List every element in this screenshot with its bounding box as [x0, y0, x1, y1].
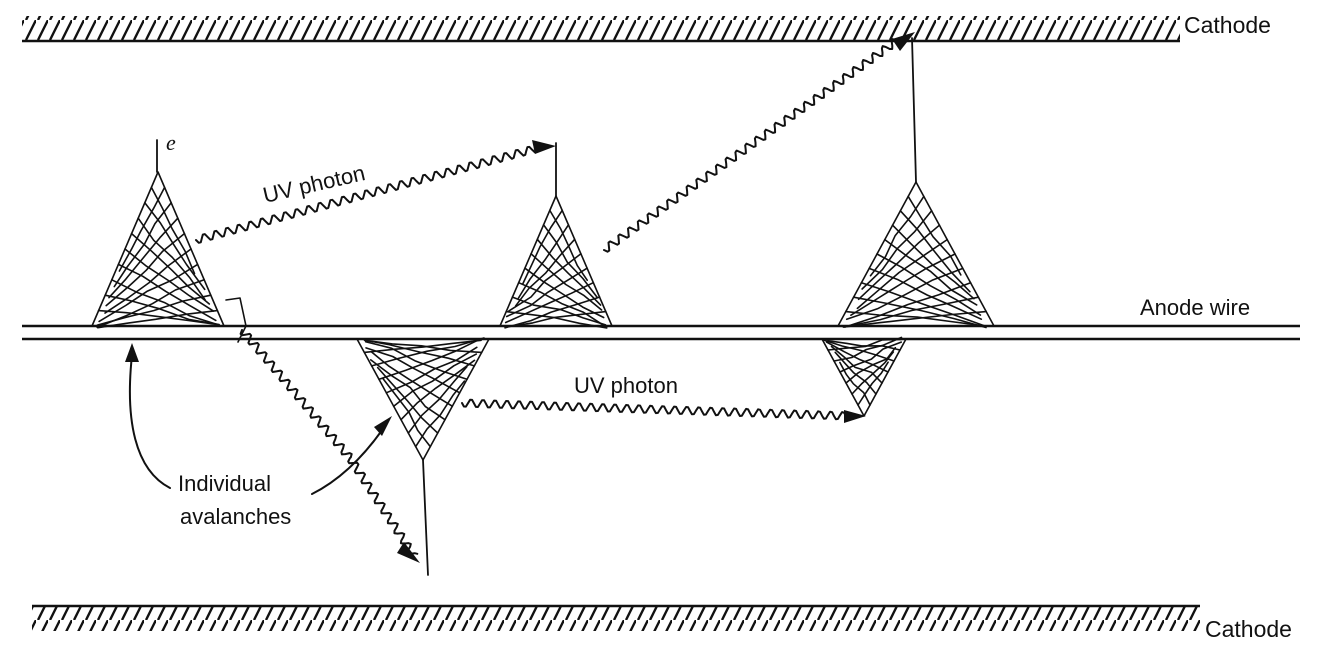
avalanche-mesh-line — [907, 195, 962, 276]
avalanche-mesh-line — [98, 263, 199, 323]
avalanche-mesh-line — [843, 296, 980, 328]
avalanche-mesh-line — [514, 238, 576, 307]
avalanche-mesh-line — [884, 238, 978, 306]
avalanche-1 — [91, 171, 247, 343]
avalanche-mesh-line — [108, 217, 179, 299]
arrowhead-anode-pointer — [125, 343, 139, 362]
avalanche-mesh-line — [868, 267, 983, 320]
electron-track-4 — [422, 459, 429, 576]
avalanche-mesh-line — [536, 238, 602, 306]
arrowheads — [125, 32, 915, 563]
avalanche-mesh-line — [111, 279, 221, 326]
avalanche-mesh-line — [130, 232, 211, 305]
avalanche-3 — [837, 181, 995, 329]
photon-path-4b — [347, 457, 419, 555]
avalanche-mesh-line — [876, 253, 982, 316]
avalanche-mesh-line — [845, 267, 964, 321]
avalanche-outline — [91, 171, 225, 327]
electron-tracks — [156, 37, 917, 576]
avalanche-mesh-line — [378, 338, 482, 381]
anode-wire — [22, 324, 1300, 341]
avalanche-mesh-line — [104, 248, 192, 314]
avalanche-mesh-line — [857, 224, 941, 301]
avalanche-mesh-line — [504, 281, 595, 324]
arrowhead-avalanche-pointer — [374, 416, 392, 436]
avalanche-mesh-line — [97, 309, 219, 329]
avalanche-mesh-line — [370, 337, 485, 367]
avalanche-mesh-line — [833, 336, 903, 362]
avalanche-mesh-line — [852, 296, 987, 329]
avalanche-mesh-line — [363, 339, 483, 354]
avalanche-mesh-line — [118, 186, 166, 272]
avalanche-mesh-line — [137, 217, 206, 301]
photon-path-4a — [239, 329, 353, 459]
avalanche-mesh-line — [827, 339, 901, 351]
photon-path-3 — [461, 398, 849, 421]
avalanche-mesh-line — [504, 296, 601, 329]
cathode-bottom-label: Cathode — [1205, 616, 1292, 642]
pointer-to-anode — [128, 354, 171, 489]
avalanche-mesh-line — [370, 351, 454, 407]
avalanche-mesh-line — [124, 248, 215, 312]
avalanche-mesh-line — [844, 282, 972, 328]
avalanche-mesh-line — [365, 347, 461, 394]
avalanche-mesh-line — [364, 340, 468, 381]
cathode-top — [22, 16, 1180, 43]
arrowhead-photon-4 — [397, 542, 420, 563]
avalanche-mesh-line — [113, 202, 172, 288]
avalanche-mesh-line — [842, 310, 987, 328]
avalanche-mesh-line — [97, 309, 218, 326]
avalanche-mesh-line — [105, 232, 186, 307]
avalanche-mesh-line — [517, 281, 605, 327]
avalanche-mesh-line — [522, 209, 563, 285]
avalanche-mesh-line — [869, 195, 925, 277]
avalanche-mesh-line — [363, 339, 482, 354]
avalanche-2 — [499, 195, 613, 329]
avalanche-mesh-line — [506, 310, 607, 328]
avalanche-mesh-line — [823, 339, 895, 362]
avalanche-mesh-line — [370, 359, 446, 421]
avalanche-mesh-line — [150, 186, 196, 275]
avalanche-mesh-line — [505, 267, 588, 318]
avalanche-mesh-line — [385, 346, 478, 394]
avalanche-mesh-line — [860, 282, 985, 327]
uv-photon-lower-label: UV photon — [574, 373, 678, 398]
avalanche-4 — [356, 337, 490, 461]
cathode-bottom — [32, 604, 1200, 631]
avalanche-5 — [821, 336, 907, 417]
avalanches-label-line2: avalanches — [180, 504, 291, 529]
avalanches-label-line1: Individual — [178, 471, 271, 496]
avalanche-mesh-line — [517, 224, 570, 299]
avalanche-mesh-line — [144, 202, 206, 291]
arrowhead-photon-1 — [532, 140, 556, 154]
photon-path-1 — [195, 145, 539, 244]
pointer-to-avalanche — [311, 425, 386, 495]
electron-label: e — [166, 130, 176, 155]
avalanche-mesh-line — [524, 267, 605, 319]
arrowhead-photon-3 — [844, 410, 866, 423]
anode-wire-label: Anode wire — [1140, 295, 1250, 320]
arrowhead-photon-2 — [892, 32, 915, 51]
avalanche-mesh-line — [856, 238, 948, 310]
avalanche-mesh-line — [407, 366, 468, 434]
avalanche-mesh-line — [96, 294, 212, 326]
electron-track-3 — [911, 37, 917, 183]
avalanche-mesh-line — [830, 345, 883, 384]
avalanche-pointers — [128, 354, 386, 495]
avalanche-mesh-line — [400, 359, 476, 421]
cathode-top-label: Cathode — [1184, 12, 1271, 38]
avalanche-mesh-line — [117, 263, 217, 322]
photon-paths — [195, 38, 901, 555]
avalanche-mesh-line — [861, 210, 933, 290]
photon-path-2 — [603, 38, 901, 253]
avalanche-mesh-line — [845, 310, 985, 327]
